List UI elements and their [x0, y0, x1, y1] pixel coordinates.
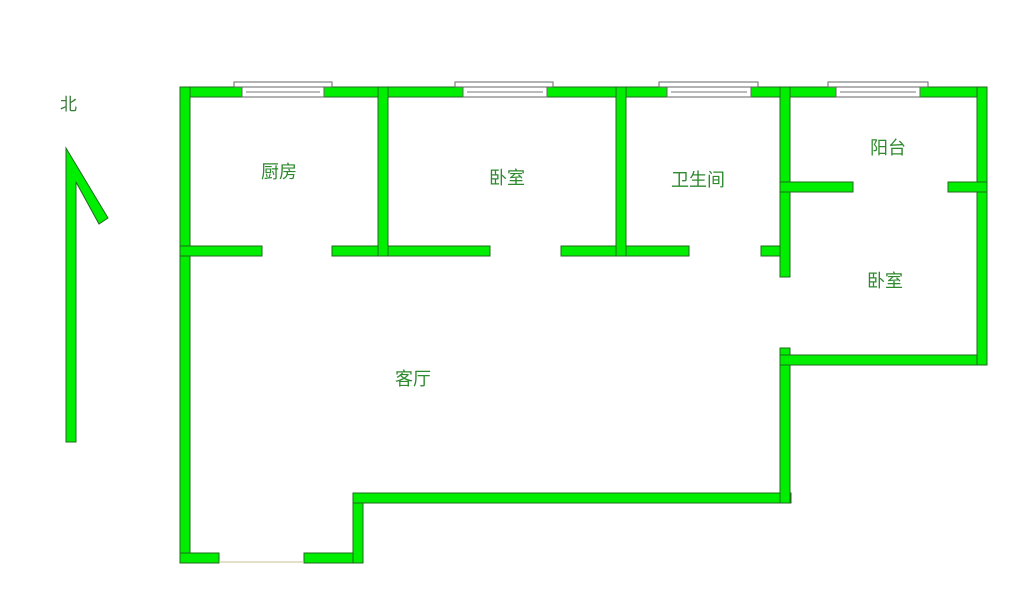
interior-walls — [179, 86, 988, 278]
room-label-bedroom-2: 卧室 — [867, 271, 903, 292]
north-label: 北 — [60, 95, 77, 115]
window-kitchen — [233, 81, 333, 98]
room-label-kitchen: 厨房 — [261, 162, 297, 183]
room-label-bedroom-1: 卧室 — [489, 168, 525, 189]
window-balcony — [827, 81, 929, 98]
outer-walls — [179, 86, 988, 564]
window-bathroom — [658, 81, 759, 98]
room-label-living-room: 客厅 — [395, 369, 431, 390]
room-label-bathroom: 卫生间 — [671, 170, 725, 191]
windows — [233, 81, 929, 98]
north-arrow-icon — [65, 146, 109, 443]
room-label-balcony: 阳台 — [870, 138, 906, 159]
window-bedroom — [454, 81, 554, 98]
